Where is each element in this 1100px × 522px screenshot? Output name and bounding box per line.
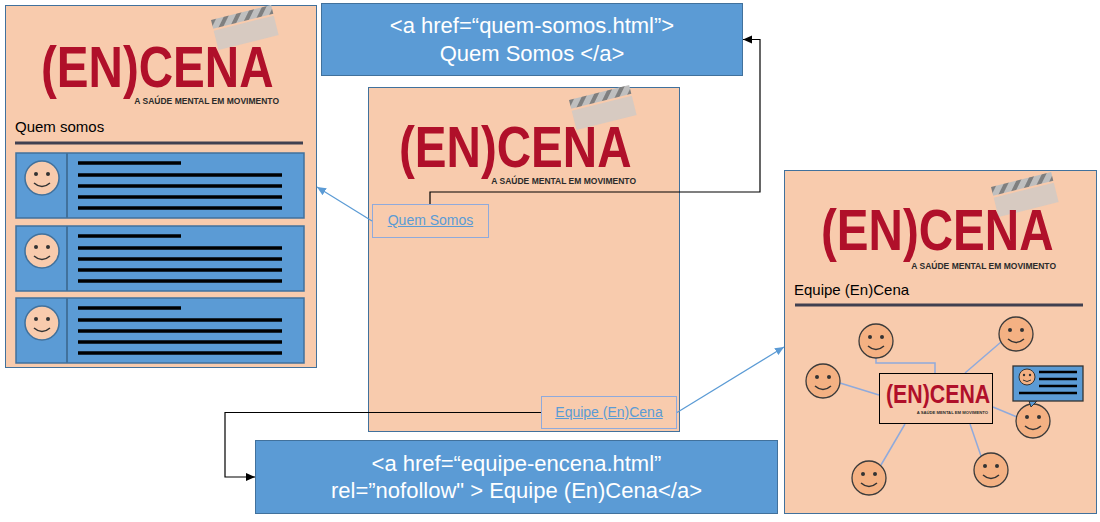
logo-box: (EN)CENA A SAÚDE MENTAL EM MOVIMENTO: [879, 373, 993, 424]
connector-arrow: [677, 347, 784, 413]
logo-wordmark: (EN)CENA: [399, 118, 632, 176]
html-code: <a href=“equipe-encena.html” rel=”nofoll…: [317, 450, 717, 505]
person-icon: [806, 317, 1050, 495]
logo-wordmark: (EN)CENA: [821, 201, 1054, 259]
profile-card: [16, 298, 304, 363]
page-mockup: (EN)CENAA SAÚDE MENTAL EM MOVIMENTO Quem …: [5, 5, 317, 368]
profile-card-icon: [1013, 366, 1083, 407]
profile-card: [16, 153, 304, 218]
logo-tagline: A SAÚDE MENTAL EM MOVIMENTO: [79, 96, 279, 107]
network-line: [840, 342, 1017, 465]
page-heading: Equipe (En)Cena: [794, 281, 909, 300]
face-smile: [815, 339, 1041, 487]
logo-wordmark: (EN)CENA: [886, 381, 990, 407]
hyperlink: Quem Somos: [388, 212, 474, 230]
logo-tagline: A SAÚDE MENTAL EM MOVIMENTO: [888, 410, 988, 415]
code-box: <a href=“quem-somos.html”> Quem Somos </…: [321, 3, 743, 76]
link-box: Quem Somos: [372, 204, 489, 238]
page-mockup: (EN)CENAA SAÚDE MENTAL EM MOVIMENTO Quem …: [368, 87, 680, 432]
hyperlink: Equipe (En)Cena: [555, 404, 662, 422]
logo-tagline: A SAÚDE MENTAL EM MOVIMENTO: [436, 176, 636, 187]
connector-arrow: [317, 187, 372, 221]
page-heading: Quem somos: [15, 118, 104, 137]
page-mockup: (EN)CENA A SAÚDE MENTAL EM MOVIMENTO Equip…: [784, 170, 1097, 514]
logo-wordmark: (EN)CENA: [41, 38, 274, 96]
html-code: <a href=“quem-somos.html”> Quem Somos </…: [372, 12, 692, 67]
profile-card: [16, 226, 304, 291]
code-box: <a href=“equipe-encena.html” rel=”nofoll…: [255, 440, 778, 514]
link-box: Equipe (En)Cena: [541, 396, 677, 429]
logo-tagline: A SAÚDE MENTAL EM MOVIMENTO: [856, 261, 1056, 272]
face-eyes: [815, 328, 1041, 476]
